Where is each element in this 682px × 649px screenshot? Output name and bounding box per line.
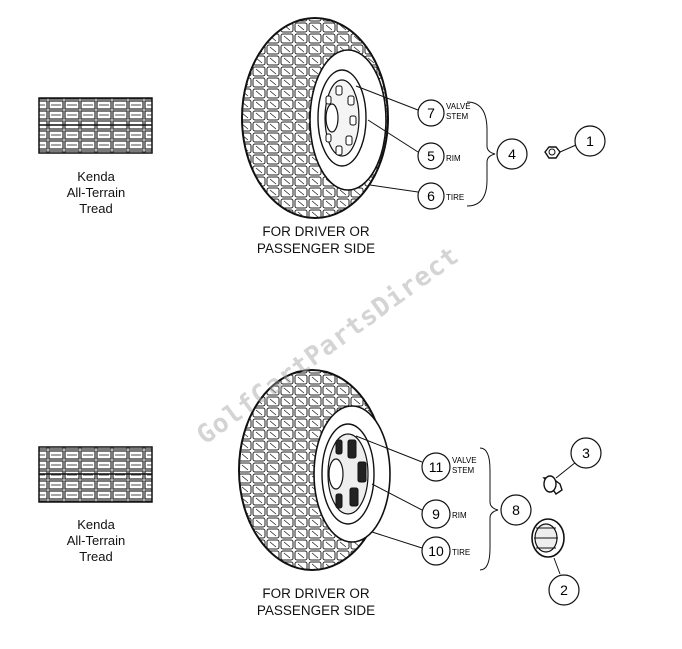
callout-label: TIRE: [446, 193, 464, 202]
side-label-bottom: FOR DRIVER OR PASSENGER SIDE: [236, 585, 396, 619]
callout-label: VALVE: [452, 456, 477, 465]
tread-swatch-top: [38, 97, 153, 154]
side-label-top: FOR DRIVER OR PASSENGER SIDE: [236, 223, 396, 257]
callout-label: STEM: [446, 112, 469, 121]
callout-bottom-tire: 10 TIRE: [421, 536, 470, 566]
tread-caption-top: Kenda All-Terrain Tread: [54, 169, 138, 217]
callout-bottom-hub-cap: 2: [548, 574, 580, 606]
callout-number: 8: [512, 502, 520, 518]
bottom-leaders: [355, 435, 577, 575]
callout-number: 2: [560, 582, 568, 598]
callout-top-lug-nut: 1: [574, 125, 606, 157]
callout-top-rim: 5 RIM: [417, 142, 461, 170]
tread-caption-bottom: Kenda All-Terrain Tread: [54, 517, 138, 565]
hub-cap: [531, 518, 565, 558]
callout-bottom-lug-nut: 3: [570, 437, 602, 469]
tread-swatch-bottom: [38, 446, 153, 503]
lug-nut-bottom: [542, 475, 563, 495]
callout-number: 3: [582, 445, 590, 461]
callout-bottom-rim: 9 RIM: [421, 499, 467, 529]
tread-caption-line: Tread: [79, 549, 113, 564]
callout-number: 6: [427, 188, 435, 204]
callout-number: 7: [427, 105, 435, 121]
callout-label: STEM: [452, 466, 475, 475]
callout-label: RIM: [452, 511, 467, 520]
callout-number: 1: [586, 133, 594, 149]
callout-top-tire: 6 TIRE: [417, 182, 464, 210]
callout-label: RIM: [446, 154, 461, 163]
callout-bottom-assembly: 8: [500, 494, 532, 526]
callout-bottom-valve-stem: 11 VALVE STEM: [421, 452, 477, 482]
callout-top-assembly: 4: [496, 138, 528, 170]
side-label-line: FOR DRIVER OR: [262, 586, 370, 601]
callout-number: 11: [429, 459, 444, 475]
tread-caption-line: Kenda: [77, 169, 115, 184]
tread-caption-line: All-Terrain: [66, 185, 126, 200]
side-label-line: PASSENGER SIDE: [256, 603, 376, 618]
callout-number: 5: [427, 148, 435, 164]
bottom-wheel: [238, 369, 391, 571]
callout-label: TIRE: [452, 548, 470, 557]
top-leaders: [355, 85, 577, 207]
tread-caption-line: All-Terrain: [66, 533, 126, 548]
callout-number: 4: [508, 146, 516, 162]
callout-top-valve-stem: 7 VALVE STEM: [417, 99, 471, 127]
tread-caption-line: Kenda: [77, 517, 115, 532]
callout-number: 9: [432, 506, 440, 522]
side-label-line: PASSENGER SIDE: [256, 241, 376, 256]
callout-label: VALVE: [446, 102, 471, 111]
lug-nut-top: [544, 146, 561, 159]
tread-caption-line: Tread: [79, 201, 113, 216]
top-wheel: [241, 17, 389, 219]
side-label-line: FOR DRIVER OR: [262, 224, 370, 239]
callout-number: 10: [428, 543, 444, 559]
